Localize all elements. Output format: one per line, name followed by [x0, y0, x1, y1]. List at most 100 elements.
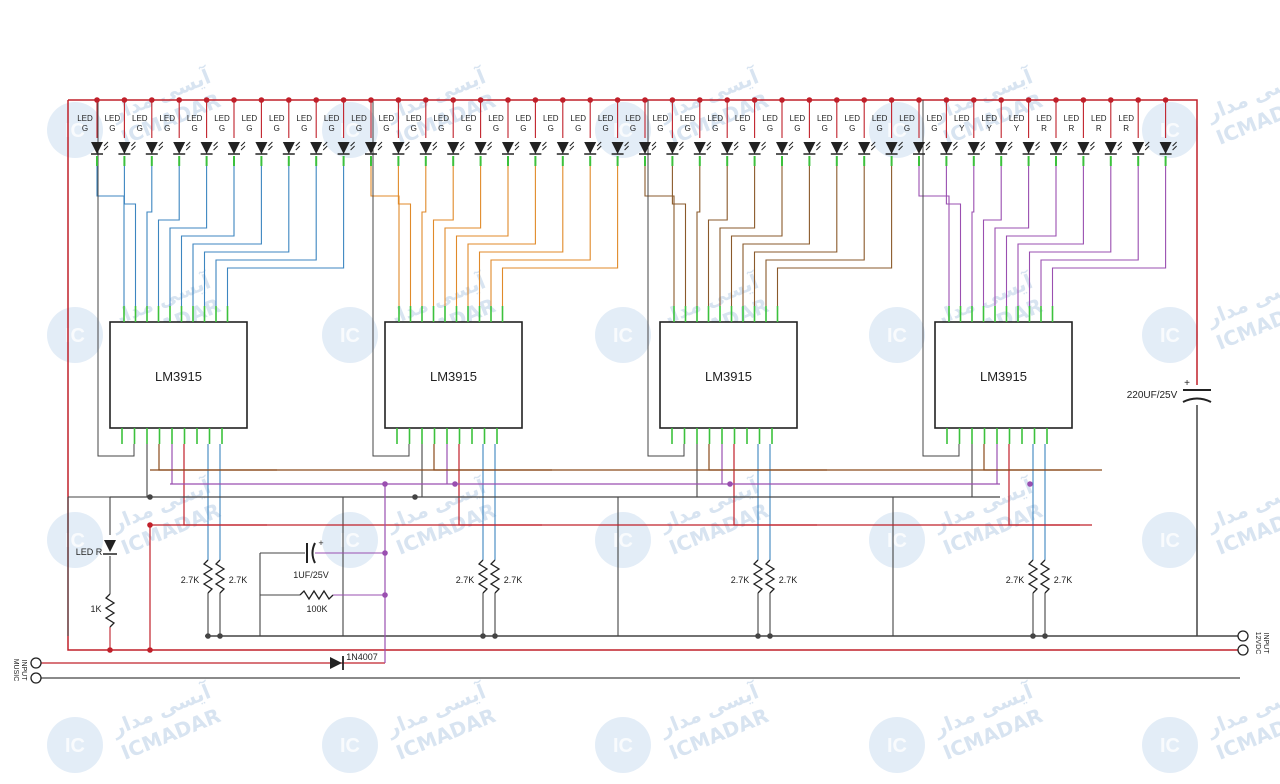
led-label: LED: [406, 114, 422, 123]
music-input-terminal: [30, 672, 42, 684]
led-anode-dot: [121, 97, 128, 103]
led-diode-triangle: [91, 142, 103, 154]
led-drive-wire: [644, 166, 675, 306]
resistor-label: 2.7K: [731, 575, 750, 585]
led-drive-wire: [765, 166, 865, 306]
led-diode-triangle: [1104, 142, 1117, 154]
led-diode-triangle: [776, 142, 788, 154]
led-diode-triangle: [447, 142, 460, 154]
led-arrow: [268, 145, 273, 151]
led-color-label: G: [246, 124, 252, 133]
led-label: LED: [844, 114, 860, 123]
resistor-27k: [214, 559, 226, 594]
watermark-logo-text: IC: [65, 530, 85, 552]
led-label: LED: [625, 114, 641, 123]
led-color-label: G: [137, 124, 143, 133]
led-arrow: [1090, 141, 1095, 147]
led-arrow: [1172, 145, 1177, 151]
led-arrow: [158, 145, 164, 151]
led-label: LED: [790, 114, 806, 123]
led-arrow: [870, 145, 876, 151]
led-drive-wire: [719, 166, 756, 306]
led-anode-dot: [340, 97, 347, 103]
led-arrow: [569, 145, 575, 151]
led-label: LED: [214, 114, 230, 123]
watermark-logo-text: IC: [613, 735, 633, 757]
chip-lm3915: [109, 321, 248, 429]
led-drive-wire: [444, 166, 482, 306]
watermark-logo-text: IC: [340, 735, 360, 757]
chip-label: LM3915: [705, 369, 752, 384]
led-drive-wire: [96, 166, 125, 306]
led-label: LED: [707, 114, 723, 123]
led-diode-triangle: [967, 142, 980, 154]
chip-mode-wire: [372, 100, 410, 457]
led-label: LED: [680, 114, 696, 123]
resistor-label: 2.7K: [1054, 575, 1073, 585]
led-arrow: [761, 141, 766, 147]
watermark-logo: [322, 512, 378, 568]
chip-label: LM3915: [980, 369, 1027, 384]
led-label: LED: [1036, 114, 1052, 123]
led-color-label: G: [82, 124, 88, 133]
led-color-label: R: [1069, 124, 1075, 133]
led-color-label: R: [1041, 124, 1047, 133]
resistor-100k: [299, 589, 334, 601]
led-color-label: G: [657, 124, 663, 133]
led-anode-dot: [724, 97, 730, 103]
led-arrow: [295, 145, 301, 151]
led-drive-wire: [123, 166, 137, 306]
led-diode-triangle: [1022, 142, 1035, 154]
led-arrow: [432, 141, 438, 147]
led-anode-dot: [916, 97, 922, 103]
watermark-logo-text: IC: [65, 735, 85, 757]
led-label: LED: [570, 114, 586, 123]
led-arrow: [213, 145, 218, 151]
led-label: LED: [77, 114, 93, 123]
watermark-logo: [322, 717, 378, 773]
led-arrow: [432, 145, 438, 151]
led-anode-dot: [176, 97, 182, 103]
led-anode-dot: [1162, 97, 1169, 103]
led-diode-triangle: [666, 142, 679, 154]
led-label: LED: [488, 114, 504, 123]
watermark-logo: [47, 717, 103, 773]
led-color-label: G: [438, 124, 444, 133]
led-arrow: [322, 145, 328, 151]
led-arrow: [761, 145, 766, 151]
led-arrow: [158, 141, 164, 147]
signal-dot: [382, 592, 388, 598]
led-arrow: [459, 145, 465, 151]
led-diode-triangle: [830, 142, 843, 154]
gnd-dot: [412, 494, 418, 500]
led-label: LED: [1009, 114, 1025, 123]
led-arrow: [980, 145, 986, 151]
led-arrow: [131, 145, 136, 151]
led-drive-wire: [146, 166, 153, 306]
led-drive-wire: [1005, 166, 1057, 306]
diode-triangle: [330, 657, 342, 669]
cap-polarity: +: [318, 538, 323, 548]
watermark-logo-text: IC: [1160, 735, 1180, 757]
led-anode-dot: [560, 97, 566, 103]
led-anode-dot: [669, 97, 676, 103]
led-anode-dot: [149, 97, 155, 103]
led-diode-triangle: [173, 142, 186, 154]
led-diode-triangle: [1050, 142, 1062, 154]
led-drive-wire: [982, 166, 1002, 306]
led-arrow: [1062, 141, 1068, 147]
led-label: LED: [351, 114, 367, 123]
led-anode-dot: [231, 97, 237, 103]
led-anode-dot: [642, 97, 648, 103]
led-arrow: [240, 141, 246, 147]
resistor-1k: [104, 593, 116, 628]
signal-dot: [452, 481, 458, 487]
led-arrow: [322, 141, 328, 147]
led-arrow: [816, 141, 821, 147]
led-arrow: [295, 141, 301, 147]
watermark-logo-text: IC: [340, 325, 360, 347]
